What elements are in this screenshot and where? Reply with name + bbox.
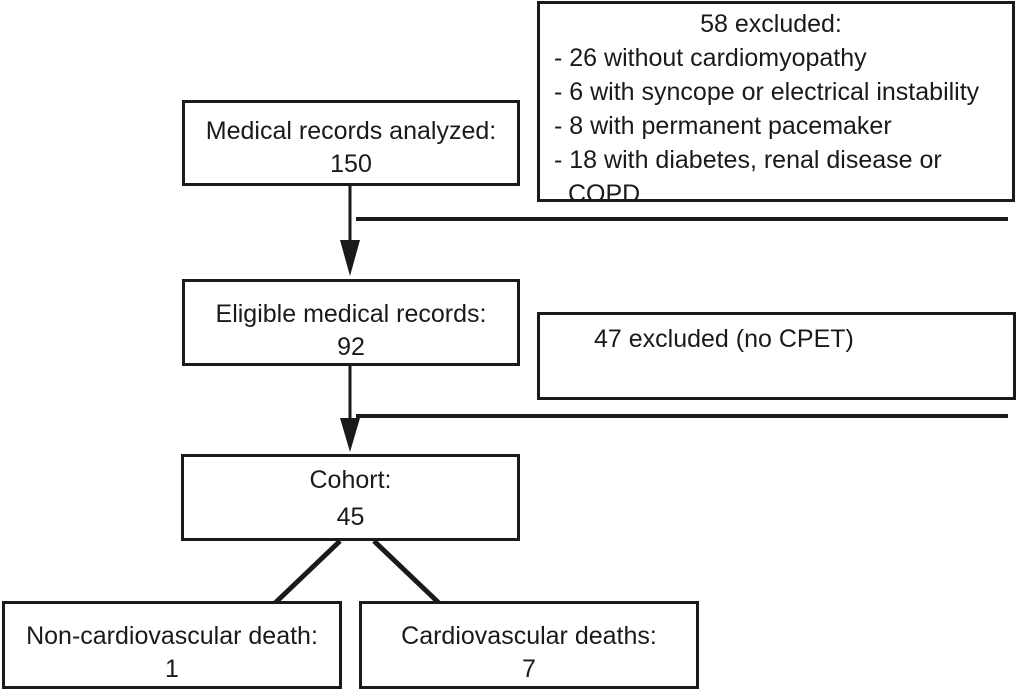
excluded-second-label: 47 excluded (no CPET) bbox=[594, 325, 854, 353]
box-cohort: Cohort: 45 bbox=[181, 454, 520, 541]
split-line-cardiovascular bbox=[372, 539, 442, 606]
cohort-label: Cohort: bbox=[309, 466, 392, 494]
box-records-analyzed: Medical records analyzed: 150 bbox=[182, 100, 520, 186]
excluded-item-comorbidities: - 18 with diabetes, renal disease or COP… bbox=[554, 146, 942, 208]
eligible-records-label: Eligible medical records: bbox=[215, 300, 487, 328]
records-analyzed-label: Medical records analyzed: bbox=[205, 117, 497, 145]
cohort-count: 45 bbox=[336, 503, 365, 531]
excluded-item-syncope: - 6 with syncope or electrical instabili… bbox=[554, 78, 980, 106]
cardiovascular-deaths-label: Cardiovascular deaths: bbox=[401, 622, 657, 650]
box-excluded-first: 58 excluded: - 26 without cardiomyopathy… bbox=[537, 1, 1015, 208]
excluded-first-title: 58 excluded: bbox=[700, 10, 842, 38]
excluded-item-pacemaker: - 8 with permanent pacemaker bbox=[554, 112, 892, 140]
split-line-non-cardiovascular bbox=[272, 539, 342, 606]
eligible-records-count: 92 bbox=[337, 333, 365, 361]
non-cardiovascular-death-count: 1 bbox=[165, 655, 179, 683]
non-cardiovascular-death-label: Non-cardiovascular death: bbox=[26, 622, 318, 650]
box-cardiovascular-deaths: Cardiovascular deaths: 7 bbox=[359, 601, 699, 689]
box-eligible-records: Eligible medical records: 92 bbox=[182, 279, 520, 366]
excluded-first-list: - 26 without cardiomyopathy - 6 with syn… bbox=[554, 41, 1008, 211]
arrow-analyzed-to-eligible bbox=[340, 186, 360, 276]
arrow-eligible-to-cohort bbox=[340, 366, 360, 452]
excluded-item-no-cardiomyopathy: - 26 without cardiomyopathy bbox=[554, 44, 867, 72]
box-non-cardiovascular-death: Non-cardiovascular death: 1 bbox=[2, 601, 342, 689]
cardiovascular-deaths-count: 7 bbox=[522, 655, 536, 683]
box-excluded-second: 47 excluded (no CPET) bbox=[537, 312, 1016, 400]
records-analyzed-count: 150 bbox=[330, 150, 372, 178]
